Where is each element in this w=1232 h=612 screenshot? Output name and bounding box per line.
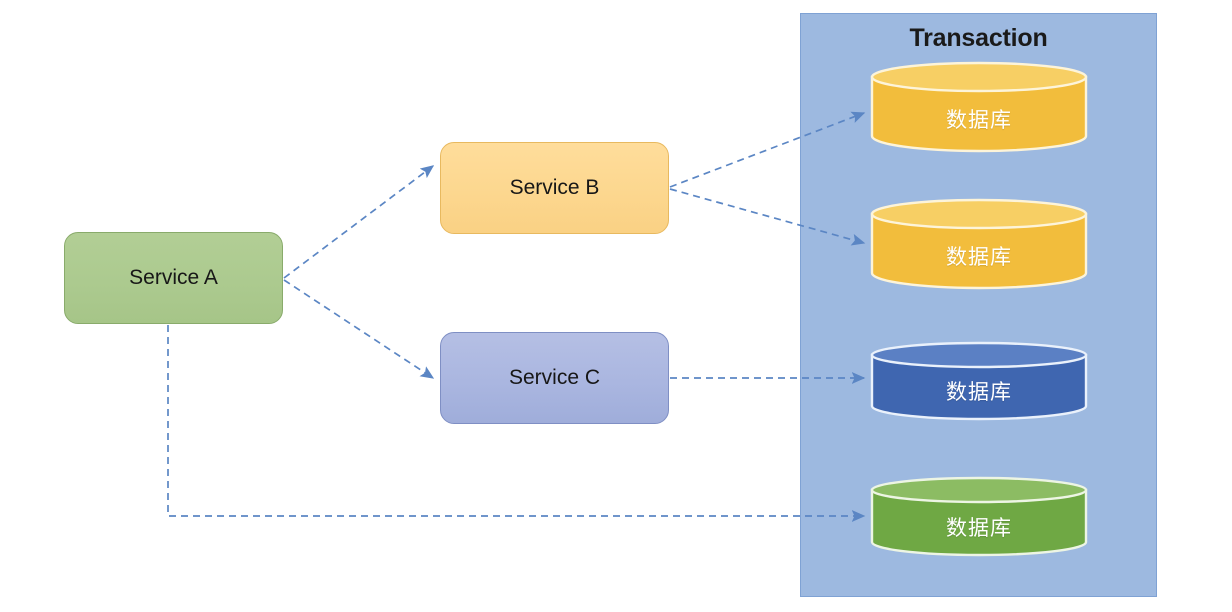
- database-cylinder-green[interactable]: 数据库: [870, 476, 1088, 557]
- database-cylinder-yellow-2[interactable]: 数据库: [870, 198, 1088, 290]
- service-box-service-c[interactable]: Service C: [440, 332, 669, 424]
- service-box-service-a[interactable]: Service A: [64, 232, 283, 324]
- service-c-label: Service C: [508, 366, 601, 389]
- database-yellow-1-label: 数据库: [946, 108, 1012, 132]
- service-a-label: Service A: [129, 266, 218, 289]
- database-cylinder-yellow-1[interactable]: 数据库: [870, 61, 1088, 153]
- service-b-label: Service B: [509, 176, 600, 199]
- database-cylinder-blue[interactable]: 数据库: [870, 341, 1088, 421]
- database-yellow-2-label: 数据库: [946, 245, 1012, 269]
- database-green-label: 数据库: [946, 516, 1012, 540]
- transaction-group-title: Transaction: [909, 24, 1048, 52]
- service-box-service-b[interactable]: Service B: [440, 142, 669, 234]
- edge-service-a-to-service-c: [283, 279, 435, 379]
- database-blue-label: 数据库: [946, 381, 1012, 404]
- edge-service-a-to-service-b: [283, 165, 435, 279]
